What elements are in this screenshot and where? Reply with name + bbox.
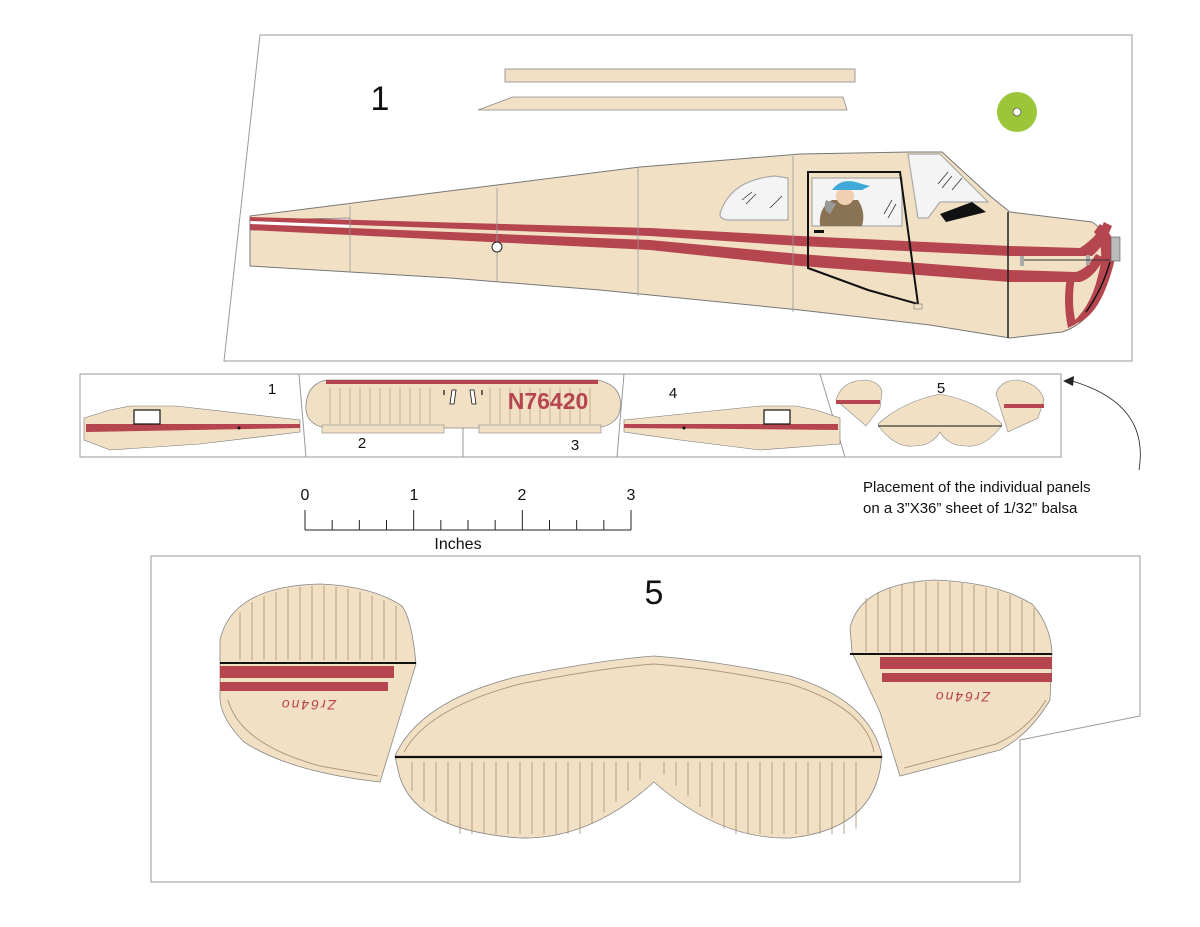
scale-tick-2: 2 [518, 487, 527, 504]
strip-panel-4 [623, 405, 841, 451]
panel-lines [349, 156, 794, 312]
washer-hole [1012, 107, 1022, 117]
panel-1-number: 1 [371, 80, 390, 118]
strip-label-1: 1 [268, 381, 276, 398]
elevator-ribs [411, 762, 857, 834]
left-rudder-ribs [239, 586, 397, 660]
step [913, 303, 923, 310]
left-rudder-stripe-1 [220, 666, 394, 678]
strip-panel-top [305, 379, 621, 434]
right-rudder-mirror-text: Zr64no [934, 689, 991, 705]
strip-label-2: 2 [358, 435, 366, 452]
scale-unit: Inches [434, 536, 481, 553]
windshield-shadow [940, 202, 986, 222]
strut-hole [491, 241, 503, 253]
stabilizer-inner-line [403, 663, 875, 753]
caption-arrow [1071, 380, 1141, 471]
registration-number: N76420 [508, 388, 589, 414]
scale-ticks [304, 510, 632, 530]
cowl-vent-1 [1020, 256, 1024, 266]
cowl-line [1085, 261, 1111, 313]
placement-strip: 1 [79, 373, 1062, 458]
left-rudder-stripe-2 [220, 682, 388, 691]
caption-line-1: Placement of the individual panels [863, 479, 1091, 496]
rear-window-glare [741, 191, 783, 209]
left-rudder-mirror-text: Zr64no [280, 697, 337, 713]
door-handle [814, 230, 824, 233]
scale-bar: 0 1 2 3 Inches [301, 487, 636, 553]
fuselage-stripe-upper [250, 217, 1112, 256]
panel-1-large: 1 [223, 34, 1133, 362]
stringer-strip-tapered [477, 96, 848, 111]
right-rudder-edge [903, 699, 1047, 769]
windshield-glare [937, 171, 963, 191]
scale-tick-1: 1 [410, 487, 419, 504]
pilot-figure [819, 181, 870, 226]
strip-label-4: 4 [669, 385, 677, 402]
strip-panel-1 [83, 405, 301, 451]
strip-panel-5 [835, 379, 1045, 447]
stringer-strip-top [504, 68, 856, 83]
windshield [907, 153, 990, 219]
caption-line-2: on a 3”X36” sheet of 1/32” balsa [863, 500, 1078, 517]
left-rudder-edge [227, 699, 379, 777]
scale-tick-3: 3 [627, 487, 636, 504]
rear-window [719, 175, 789, 221]
fuselage-stripe-lower [250, 224, 1104, 282]
windscreen-glare [883, 199, 897, 219]
strip-label-3: 3 [571, 437, 579, 454]
panel-5-number: 5 [645, 574, 664, 612]
caption-arrow-head [1063, 376, 1074, 386]
right-rudder-stripe-1 [880, 657, 1052, 669]
nose-stripe-curve [1068, 224, 1116, 326]
right-rudder-ribs [865, 582, 1035, 652]
strip-label-5: 5 [937, 380, 945, 397]
door-outline [807, 171, 920, 306]
nose-stripe-curve-2 [1065, 272, 1076, 328]
scale-tick-0: 0 [301, 487, 310, 504]
panel-5-large: 5 Zr64no [150, 555, 1141, 883]
nose-grille [1110, 236, 1121, 262]
right-rudder-stripe-2 [882, 673, 1052, 682]
